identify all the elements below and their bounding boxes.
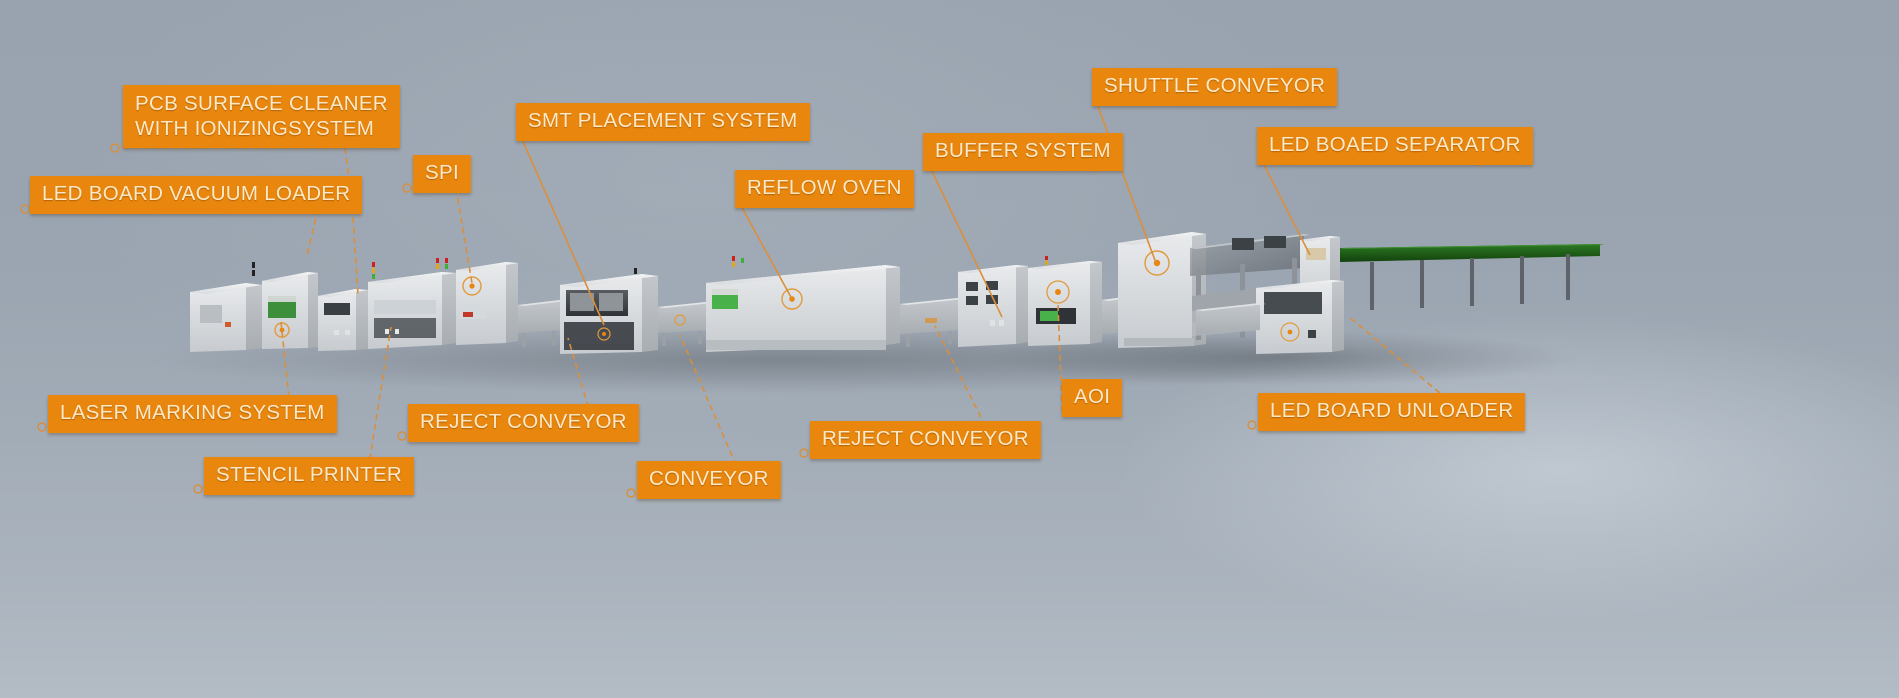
label-line-1: LED BOARD VACUUM LOADER [42, 182, 351, 205]
label-aoi[interactable]: AOI [1062, 379, 1123, 417]
station-buffer-system [958, 265, 1028, 347]
label-pcb-surface-cleaner[interactable]: PCB SURFACE CLEANER WITH IONIZINGSYSTEM [123, 85, 400, 148]
label-line-1: CONVEYOR [649, 467, 769, 490]
label-line-1: LED BOAED SEPARATOR [1269, 133, 1521, 156]
label-line-1: REFLOW OVEN [747, 176, 902, 199]
label-conveyor[interactable]: CONVEYOR [637, 461, 781, 499]
label-reflow-oven[interactable]: REFLOW OVEN [735, 170, 914, 208]
front-conveyor-right [1196, 303, 1266, 335]
label-line-1: SHUTTLE CONVEYOR [1104, 74, 1326, 97]
label-line-2: WITH IONIZINGSYSTEM [135, 117, 375, 140]
label-line-1: REJECT CONVEYOR [822, 427, 1029, 450]
label-led-boaed-separator[interactable]: LED BOAED SEPARATOR [1257, 127, 1533, 165]
label-line-1: LASER MARKING SYSTEM [60, 401, 325, 424]
output-conveyor [1340, 244, 1604, 310]
station-stencil-printer [368, 262, 456, 349]
label-led-board-vacuum-loader[interactable]: LED BOARD VACUUM LOADER [30, 176, 363, 214]
station-smt-placement-system [560, 268, 658, 354]
label-line-1: SMT PLACEMENT SYSTEM [528, 109, 798, 132]
label-reject-conveyor-right[interactable]: REJECT CONVEYOR [810, 421, 1041, 459]
label-line-1: AOI [1074, 385, 1111, 408]
station-led-board-vacuum-loader [190, 283, 262, 352]
label-shuttle-conveyor[interactable]: SHUTTLE CONVEYOR [1092, 68, 1338, 106]
label-line-1: REJECT CONVEYOR [420, 410, 627, 433]
station-aoi [1028, 256, 1102, 346]
label-line-1: STENCIL PRINTER [216, 463, 402, 486]
label-buffer-system[interactable]: BUFFER SYSTEM [923, 133, 1123, 171]
label-reject-conveyor-left[interactable]: REJECT CONVEYOR [408, 404, 639, 442]
label-line-1: BUFFER SYSTEM [935, 139, 1111, 162]
station-led-board-unloader [1256, 280, 1344, 354]
label-line-1: SPI [425, 161, 459, 184]
label-led-board-unloader[interactable]: LED BOARD UNLOADER [1258, 393, 1526, 431]
label-line-1: PCB SURFACE CLEANER [135, 92, 388, 115]
label-stencil-printer[interactable]: STENCIL PRINTER [204, 457, 414, 495]
label-smt-placement-system[interactable]: SMT PLACEMENT SYSTEM [516, 103, 810, 141]
label-line-1: LED BOARD UNLOADER [1270, 399, 1514, 422]
station-laser-marking-system [252, 262, 318, 349]
station-pcb-surface-cleaner [318, 289, 368, 351]
label-laser-marking-system[interactable]: LASER MARKING SYSTEM [48, 395, 337, 433]
station-reflow-oven [706, 256, 900, 352]
label-spi[interactable]: SPI [413, 155, 471, 193]
